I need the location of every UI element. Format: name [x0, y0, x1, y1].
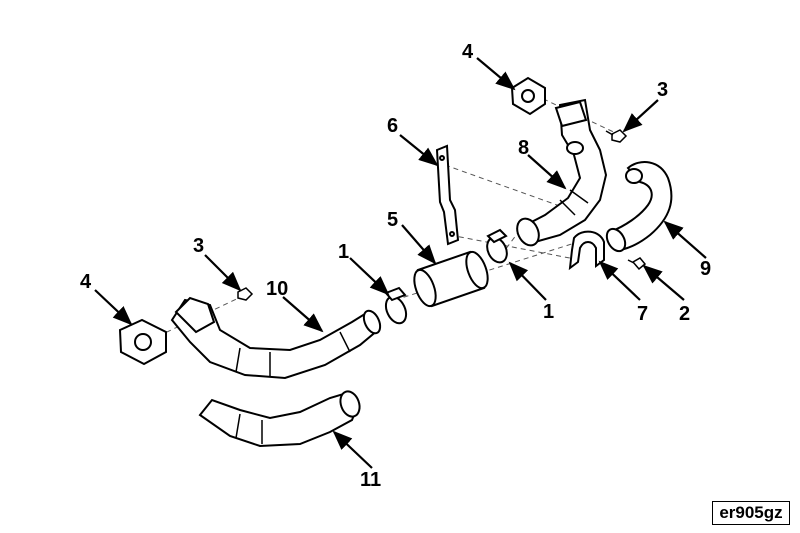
bracket-clamp	[568, 230, 605, 271]
callout-1-right: 1	[543, 301, 554, 323]
leader-5	[401, 224, 437, 265]
callout-labels: 4 3 6 8 9 5 1 7 2 3 1 10 4 11	[80, 41, 711, 491]
leader-11	[332, 430, 373, 469]
support-strap	[435, 144, 460, 246]
callout-9: 9	[700, 258, 711, 280]
exhaust-pipe-lower	[170, 296, 382, 380]
leader-10	[282, 296, 324, 333]
hose-clamp-left	[384, 286, 408, 325]
callout-3-lower: 3	[193, 235, 204, 257]
leader-2	[642, 264, 685, 301]
leader-3-upper	[622, 99, 659, 133]
hose-right	[605, 161, 673, 253]
callout-6: 6	[387, 115, 398, 137]
leader-9	[663, 220, 707, 259]
leader-6	[399, 134, 439, 167]
callout-2: 2	[679, 303, 690, 325]
leader-1-right	[508, 261, 547, 301]
callout-5: 5	[387, 209, 398, 231]
gasket-upper	[510, 76, 546, 116]
leader-arrows	[94, 57, 707, 469]
gasket-lower	[118, 318, 167, 366]
callout-10: 10	[266, 278, 288, 300]
bolt-upper	[605, 129, 628, 143]
leader-7	[598, 260, 641, 301]
callout-3-upper: 3	[657, 79, 668, 101]
bolt-lower	[237, 287, 254, 301]
exhaust-pipe-upper	[516, 98, 608, 247]
connector-sleeve	[413, 250, 489, 308]
leader-4-lower	[94, 289, 133, 326]
callout-1-left: 1	[338, 241, 349, 263]
figure-id-label: er905gz	[712, 501, 790, 525]
callout-4-lower: 4	[80, 271, 92, 293]
hose-clamp-right	[486, 228, 508, 264]
screw-small	[627, 257, 647, 271]
leader-8	[527, 154, 567, 190]
callout-7: 7	[637, 303, 648, 325]
callout-11: 11	[360, 469, 381, 491]
leader-3-lower	[204, 254, 242, 292]
callout-4-upper: 4	[462, 41, 474, 63]
callout-8: 8	[518, 137, 529, 159]
leader-1-left	[349, 257, 390, 296]
leader-4-upper	[476, 57, 516, 91]
hose-bottom	[198, 390, 361, 448]
